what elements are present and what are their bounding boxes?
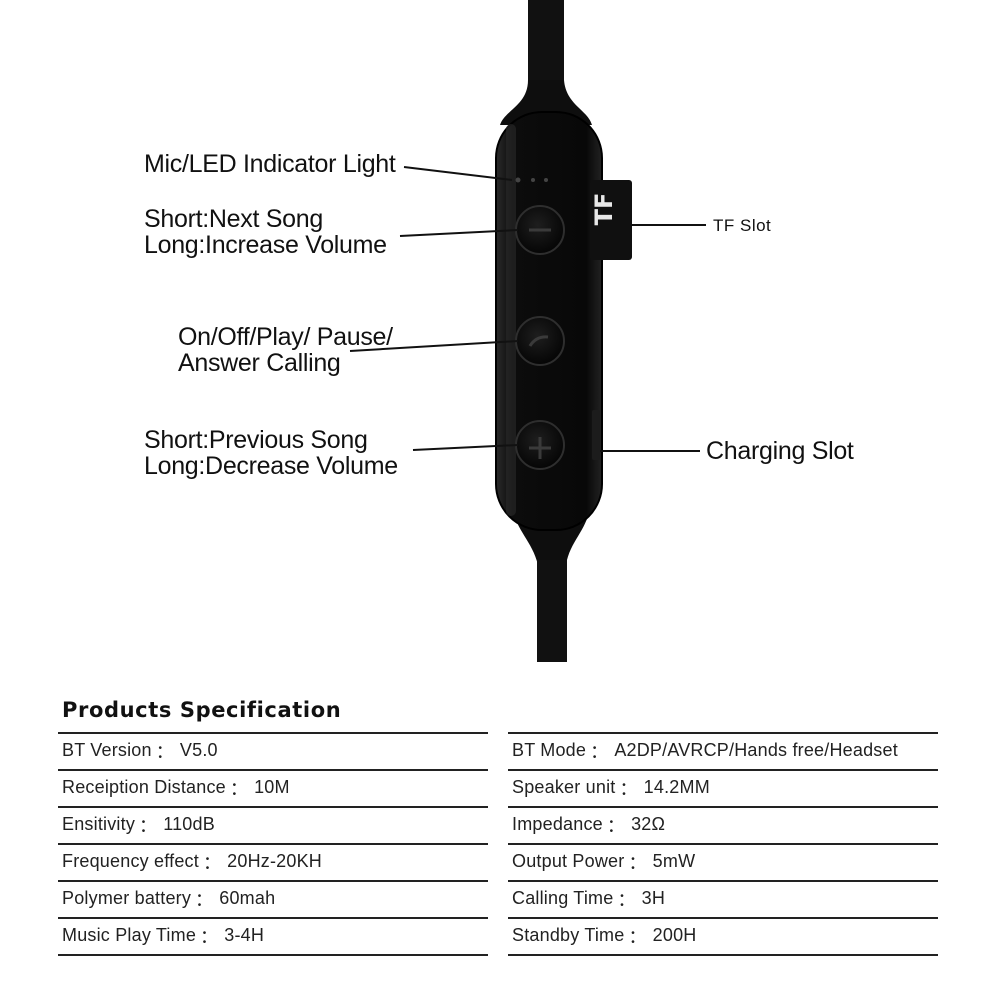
- spec-separator: ：: [617, 889, 636, 910]
- spec-label: Receiption Distance: [62, 777, 226, 797]
- spec-value: 3H: [641, 888, 666, 908]
- spec-separator: ：: [155, 741, 174, 762]
- callout-next-song: Short:Next Song Long:Increase Volume: [144, 206, 387, 258]
- led-dot: [515, 177, 521, 183]
- charging-slot: [592, 410, 600, 460]
- spec-value: 14.2MM: [643, 777, 710, 797]
- spec-label: Impedance: [512, 814, 603, 834]
- spec-label: BT Version: [62, 740, 152, 760]
- callout-play-line2: Answer Calling: [178, 349, 341, 377]
- spec-value: A2DP/AVRCP/Hands free/Headset: [614, 740, 898, 760]
- spec-title: Products Specification: [62, 698, 342, 722]
- cable-top: [528, 0, 564, 90]
- spec-separator: ：: [619, 778, 638, 799]
- spec-row: BT Mode：A2DP/AVRCP/Hands free/Headset: [508, 732, 938, 767]
- callout-tf-slot-text: TF Slot: [713, 216, 772, 235]
- callout-mic-led: Mic/LED Indicator Light: [144, 151, 396, 177]
- callout-prev-song-line2: Long:Decrease Volume: [144, 452, 398, 480]
- callout-play-line1: On/Off/Play/ Pause/: [178, 323, 393, 351]
- spec-value: 5mW: [652, 851, 696, 871]
- spec-row: Polymer battery：60mah: [58, 880, 488, 915]
- spec-label: Calling Time: [512, 888, 614, 908]
- callout-charging-slot-text: Charging Slot: [706, 437, 854, 465]
- spec-bottom-rule: [508, 954, 938, 956]
- spec-separator: ：: [200, 926, 219, 947]
- spec-row: Output Power：5mW: [508, 843, 938, 878]
- callout-previous-song: Short:Previous Song Long:Decrease Volume: [144, 427, 398, 479]
- phone-icon: [528, 335, 549, 347]
- callout-next-song-line2: Long:Increase Volume: [144, 231, 387, 259]
- spec-separator: ：: [628, 852, 647, 873]
- spec-value: 32Ω: [631, 814, 666, 834]
- spec-value: V5.0: [179, 740, 218, 760]
- spec-column-right: BT Mode：A2DP/AVRCP/Hands free/Headset Sp…: [508, 732, 938, 956]
- spec-label: Polymer battery: [62, 888, 192, 908]
- spec-row: Speaker unit：14.2MM: [508, 769, 938, 804]
- previous-song-button[interactable]: [515, 420, 565, 470]
- spec-value: 20Hz-20KH: [227, 851, 322, 871]
- spec-label: Standby Time: [512, 925, 625, 945]
- spec-label: BT Mode: [512, 740, 587, 760]
- spec-separator: ：: [590, 741, 609, 762]
- callout-prev-song-line1: Short:Previous Song: [144, 426, 368, 454]
- spec-row: Frequency effect：20Hz-20KH: [58, 843, 488, 878]
- cable-bottom: [537, 560, 567, 662]
- plus-icon: [529, 437, 551, 459]
- spec-label: Music Play Time: [62, 925, 197, 945]
- spec-separator: ：: [195, 889, 214, 910]
- leader-line-mic: [403, 166, 513, 181]
- callout-tf-slot: TF Slot: [713, 213, 771, 239]
- leader-line-next: [399, 229, 519, 237]
- spec-value: 10M: [254, 777, 290, 797]
- led-dot: [544, 178, 548, 182]
- spec-row: Impedance：32Ω: [508, 806, 938, 841]
- spec-row: Standby Time：200H: [508, 917, 938, 952]
- spec-column-left: BT Version：V5.0 Receiption Distance：10M …: [58, 732, 488, 956]
- spec-value: 3-4H: [224, 925, 265, 945]
- spec-row: Music Play Time：3-4H: [58, 917, 488, 952]
- spec-label: Output Power: [512, 851, 625, 871]
- remote-body-highlight: [506, 124, 516, 516]
- spec-separator: ：: [606, 815, 626, 836]
- tf-tab-label: TF: [590, 193, 618, 226]
- spec-separator: ：: [202, 852, 222, 873]
- play-pause-button[interactable]: [515, 316, 565, 366]
- spec-row: Calling Time：3H: [508, 880, 938, 915]
- callout-mic-led-text: Mic/LED Indicator Light: [144, 150, 396, 178]
- spec-label: Ensitivity: [62, 814, 136, 834]
- spec-row: Receiption Distance：10M: [58, 769, 488, 804]
- spec-row: BT Version：V5.0: [58, 732, 488, 767]
- spec-bottom-rule: [58, 954, 488, 956]
- spec-label: Frequency effect: [62, 851, 199, 871]
- spec-row: Ensitivity：110dB: [58, 806, 488, 841]
- remote-control-diagram: TF: [349, 0, 706, 662]
- callout-charging-slot: Charging Slot: [706, 438, 854, 464]
- callout-play-pause: On/Off/Play/ Pause/ Answer Calling: [178, 324, 393, 376]
- next-song-button[interactable]: [515, 205, 565, 255]
- spec-value: 60mah: [219, 888, 276, 908]
- spec-separator: ：: [628, 926, 647, 947]
- spec-separator: ：: [139, 815, 158, 836]
- callout-next-song-line1: Short:Next Song: [144, 205, 323, 233]
- spec-label: Speaker unit: [512, 777, 616, 797]
- led-dot: [531, 178, 535, 182]
- spec-value: 200H: [652, 925, 697, 945]
- spec-value: 110dB: [163, 814, 215, 834]
- spec-separator: ：: [229, 778, 249, 799]
- leader-line-prev: [412, 444, 519, 451]
- leader-line-play: [349, 340, 519, 352]
- tf-slot-tab: [590, 180, 632, 260]
